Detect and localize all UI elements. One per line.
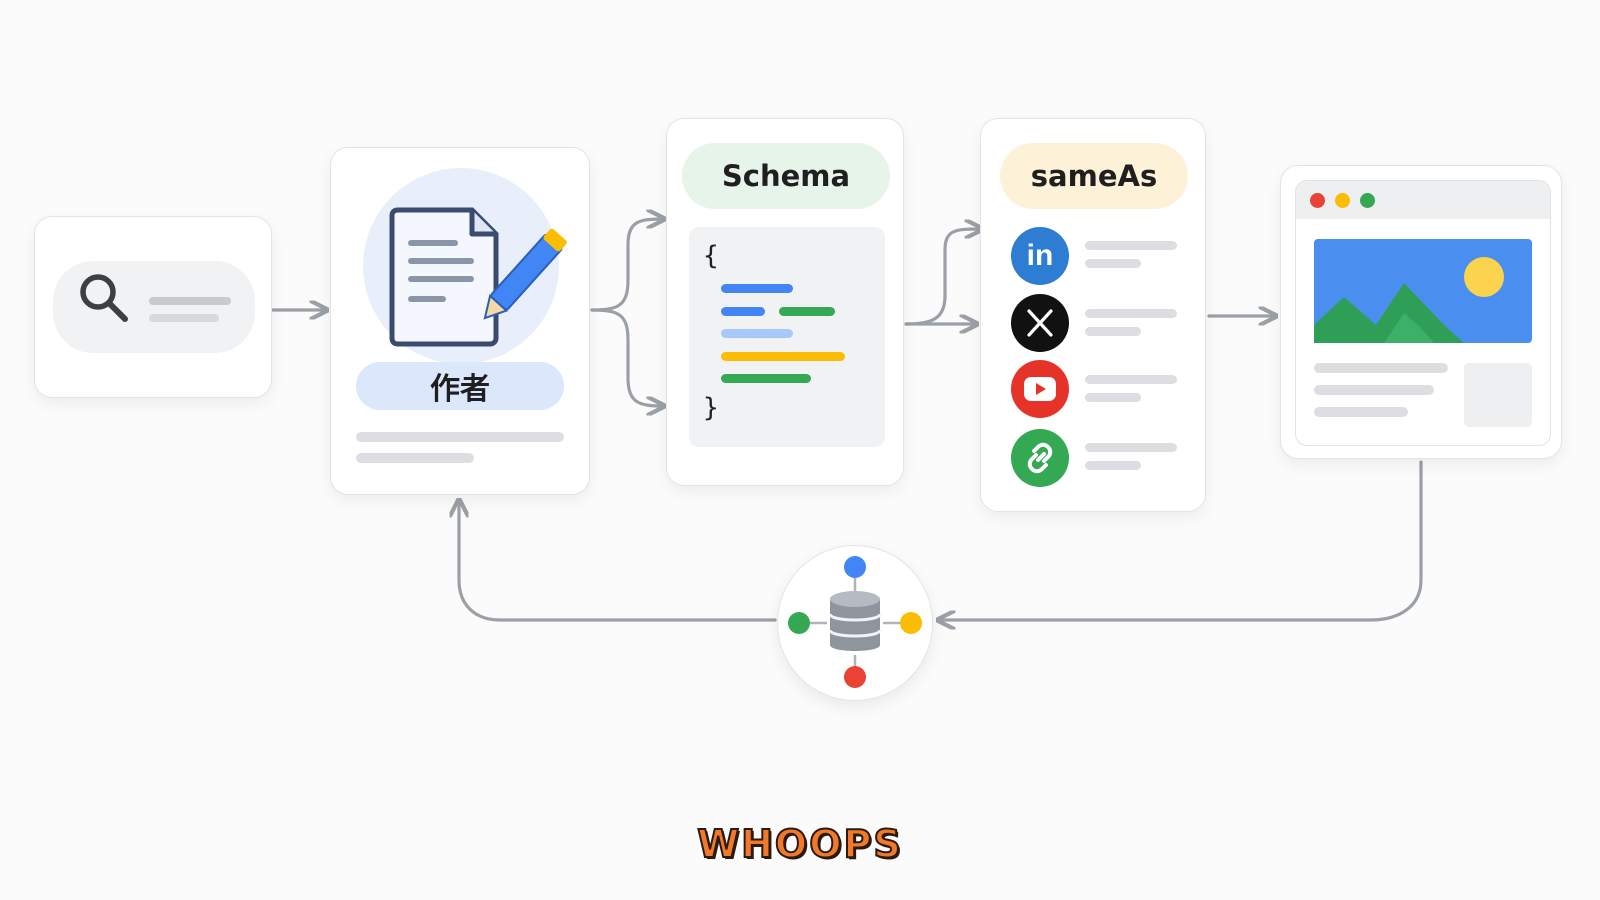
code-block: { }	[689, 227, 885, 447]
profile-line	[1085, 461, 1141, 470]
code-line	[721, 307, 765, 316]
profile-line	[1085, 259, 1141, 268]
profile-line	[1085, 443, 1177, 452]
search-placeholder-line	[149, 314, 219, 322]
arrow-author-to-schema-top	[590, 219, 662, 312]
profile-line	[1085, 375, 1177, 384]
webpage-text-line	[1314, 363, 1448, 373]
webpage-text-line	[1314, 385, 1434, 395]
profile-line	[1085, 309, 1177, 318]
linkedin-icon[interactable]: in	[1011, 227, 1069, 285]
whoops-watermark: WHOOPS	[696, 821, 903, 867]
webpage-thumbnail	[1464, 363, 1532, 427]
search-bar[interactable]	[53, 261, 255, 353]
schema-card: Schema { }	[666, 118, 904, 486]
window-maximize-dot[interactable]	[1360, 193, 1375, 208]
document-edit-icon	[389, 207, 567, 347]
profile-line	[1085, 393, 1141, 402]
database-icon	[788, 556, 922, 688]
webpage-text-line	[1314, 407, 1408, 417]
search-card	[34, 216, 272, 398]
search-placeholder-line	[149, 297, 231, 305]
author-card: 作者	[330, 147, 590, 495]
arrow-database-to-author	[459, 502, 777, 622]
schema-label: Schema	[682, 143, 890, 209]
code-line	[721, 352, 845, 361]
profile-line	[1085, 241, 1177, 250]
code-close-brace: }	[703, 393, 719, 423]
arrow-webpage-to-database	[940, 460, 1423, 620]
code-line	[721, 329, 793, 338]
arrow-author-to-schema-bottom	[590, 308, 662, 406]
window-minimize-dot[interactable]	[1335, 193, 1350, 208]
browser-window	[1295, 180, 1551, 446]
browser-titlebar	[1296, 181, 1550, 219]
code-line	[721, 284, 793, 293]
author-text-line	[356, 453, 474, 463]
window-close-dot[interactable]	[1310, 193, 1325, 208]
x-icon[interactable]	[1011, 294, 1069, 352]
author-label: 作者	[356, 362, 564, 410]
webpage-card	[1280, 165, 1562, 459]
sameas-label: sameAs	[1000, 143, 1188, 209]
code-line	[721, 374, 811, 383]
code-line	[779, 307, 835, 316]
arrow-schema-to-sameas-top	[904, 229, 980, 326]
profile-line	[1085, 327, 1141, 336]
youtube-icon[interactable]	[1011, 360, 1069, 418]
link-icon[interactable]	[1011, 429, 1069, 487]
search-icon	[80, 274, 128, 322]
image-icon	[1314, 239, 1532, 343]
sameas-card: sameAs in	[980, 118, 1206, 512]
author-text-line	[356, 432, 564, 442]
code-open-brace: {	[703, 241, 719, 271]
